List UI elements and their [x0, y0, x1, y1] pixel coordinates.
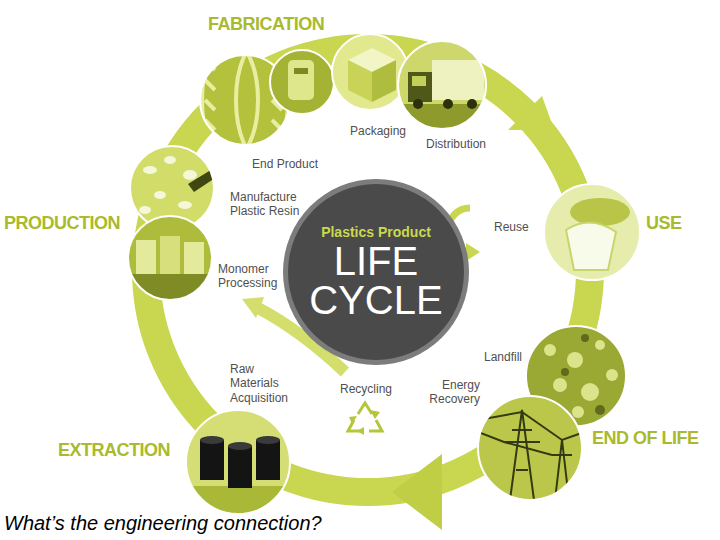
recycling-arrowhead [242, 297, 264, 318]
use-photo [542, 182, 642, 282]
ring-arrowhead [508, 96, 560, 146]
center-title: LIFE CYCLE [301, 242, 451, 320]
step-label: Landfill [484, 350, 522, 364]
packaging-photo [330, 32, 410, 112]
stage-label: EXTRACTION [58, 440, 170, 462]
reuse-arrowhead [466, 243, 480, 261]
step-label: Recycling [340, 382, 392, 396]
stage-label: PRODUCTION [4, 213, 120, 235]
caption: What’s the engineering connection? [4, 512, 322, 535]
stage-label: USE [646, 213, 682, 235]
center-subtitle: Plastics Product [321, 224, 431, 240]
step-label: Packaging [350, 124, 406, 138]
recycle-symbol-heads [349, 410, 380, 435]
barrels-photo [186, 410, 290, 516]
energy-photo [476, 394, 590, 502]
stage-label: END OF LIFE [592, 428, 699, 450]
step-label: Manufacture Plastic Resin [230, 190, 310, 219]
center-circle: Plastics ProductLIFE CYCLE [288, 184, 464, 360]
step-label: Distribution [426, 137, 486, 151]
step-label: Energy Recovery [420, 378, 480, 407]
step-label: Monomer Processing [218, 262, 290, 291]
truck-photo [396, 40, 488, 134]
recycle-symbol [348, 403, 382, 431]
step-label: Raw Materials Acquisition [230, 362, 296, 405]
step-label: Reuse [494, 220, 529, 234]
product-photo [268, 48, 338, 118]
step-label: End Product [252, 157, 318, 171]
monomer-photo [126, 214, 214, 304]
stage-label: FABRICATION [208, 14, 324, 36]
ring-arrowhead [392, 454, 442, 530]
